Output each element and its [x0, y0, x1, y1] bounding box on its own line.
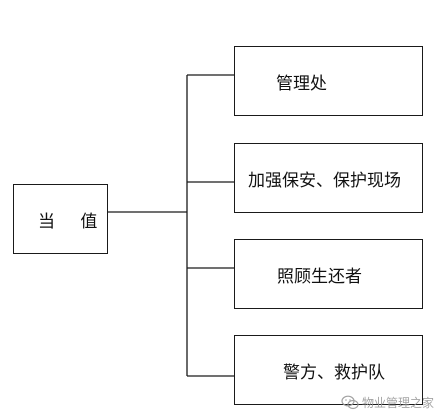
- child-node-box: 加强保安、保护现场: [234, 143, 423, 213]
- wechat-icon: [341, 395, 359, 410]
- child-node-box: 照顾生还者: [234, 239, 423, 309]
- root-node-label: 当 值: [38, 211, 108, 232]
- child-node-label: 照顾生还者: [277, 266, 362, 287]
- watermark: 物业管理之家: [341, 394, 434, 411]
- child-node-box: 管理处: [234, 46, 423, 116]
- child-node-label: 警方、救护队: [283, 362, 385, 383]
- child-node-box: 警方、救护队: [234, 335, 423, 405]
- child-node-label: 管理处: [276, 73, 327, 94]
- root-node-box: 当 值: [13, 184, 108, 254]
- child-node-label: 加强保安、保护现场: [248, 170, 401, 191]
- watermark-text: 物业管理之家: [361, 396, 434, 410]
